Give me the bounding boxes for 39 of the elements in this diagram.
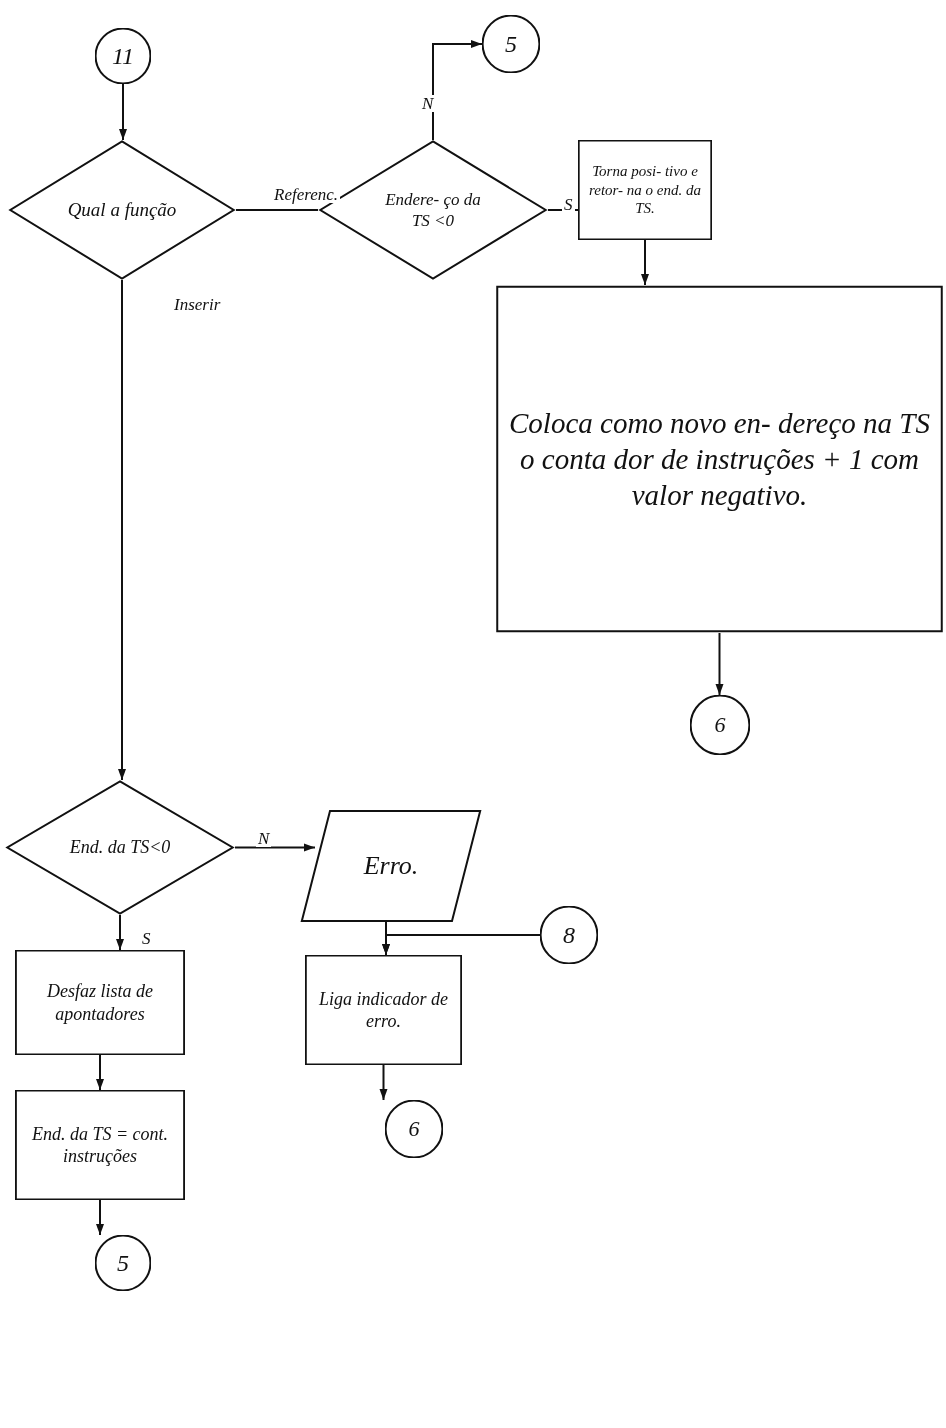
decision-diamond: [8, 140, 236, 280]
process-box: [578, 140, 712, 240]
process-box: [495, 285, 944, 633]
decision-diamond: [5, 780, 235, 915]
node-text: Erro.: [362, 849, 420, 882]
node-text: End. da TS = cont. instruções: [30, 1122, 170, 1168]
node-text: Qual a função: [66, 198, 178, 222]
edge-label: Referenc.: [272, 186, 341, 203]
process-box: [15, 1090, 185, 1200]
node-text: 8: [562, 921, 576, 950]
flow-arrow: [379, 1064, 388, 1101]
node-text: 6: [407, 1115, 421, 1143]
node-text: Desfaz lista de apontadores: [46, 980, 154, 1025]
edge-label: S: [140, 930, 153, 947]
node-text: 11: [110, 42, 136, 71]
node-text: Torna posi- tivo e retor- na o end. da TS.: [587, 161, 702, 219]
io-parallelogram: [300, 810, 482, 922]
node-text: End. da TS<0: [68, 836, 172, 859]
edge-label: N: [420, 95, 436, 112]
flow-arrow: [119, 83, 127, 141]
flow-arrow: [96, 1054, 104, 1091]
node-text: Endere- ço da TS <0: [384, 188, 482, 232]
flow-arrow: [715, 632, 724, 696]
edge-label: S: [562, 196, 575, 213]
node-text: 5: [504, 30, 518, 59]
node-text: Liga indicador de erro.: [318, 987, 449, 1033]
flow-arrow: [96, 1199, 104, 1236]
node-text: 6: [713, 711, 727, 739]
edge-label: N: [256, 830, 272, 847]
flow-arrow: [641, 239, 649, 286]
flow-arrow: [432, 40, 483, 141]
flow-arrow: [116, 914, 124, 951]
flow-arrow: [234, 843, 316, 852]
process-box: [15, 950, 185, 1055]
edge-label: Inserir: [172, 296, 223, 313]
flow-arrow: [118, 279, 126, 781]
node-text: 5: [116, 1249, 130, 1278]
node-text: Coloca como novo en- dereço na TS o conta dor de instruções + 1 com valor negativo.: [508, 405, 931, 514]
process-box: [305, 955, 462, 1065]
